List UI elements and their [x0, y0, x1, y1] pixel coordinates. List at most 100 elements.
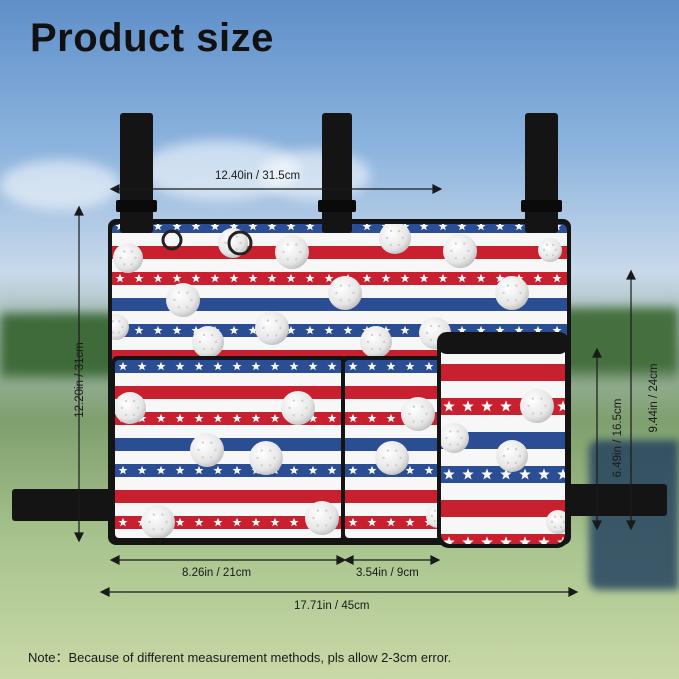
- star: [500, 536, 512, 544]
- stripe: [441, 483, 565, 500]
- star: [232, 413, 242, 423]
- star: [462, 536, 474, 544]
- star: [443, 468, 455, 480]
- measurement-note: Note：Because of different measurement me…: [28, 650, 452, 665]
- star: [305, 273, 315, 283]
- stripe: [441, 534, 565, 544]
- stripe: [115, 360, 343, 373]
- star: [270, 517, 280, 527]
- stripe: [441, 500, 565, 517]
- star: [462, 400, 474, 412]
- star: [327, 361, 337, 371]
- golf-ball: [441, 423, 469, 453]
- star: [251, 413, 261, 423]
- star: [308, 465, 318, 475]
- star: [286, 325, 296, 335]
- star: [232, 517, 242, 527]
- golf-ball: [538, 238, 562, 262]
- star: [172, 273, 182, 283]
- golf-ball: [190, 433, 224, 467]
- star: [289, 465, 299, 475]
- star: [305, 325, 315, 335]
- strap-buckle: [318, 200, 356, 212]
- star: [405, 517, 415, 527]
- star: [476, 325, 486, 335]
- top-strap-middle: [322, 113, 352, 233]
- star: [305, 224, 315, 231]
- golf-ball: [360, 326, 392, 358]
- golf-ball: [112, 314, 129, 340]
- star: [289, 517, 299, 527]
- golf-ball: [443, 234, 477, 268]
- middle-pocket: [345, 360, 443, 538]
- star: [381, 273, 391, 283]
- star: [251, 361, 261, 371]
- star: [210, 273, 220, 283]
- dimension-right-inner-height: 6.49in / 16.5cm: [612, 398, 624, 478]
- star: [229, 224, 239, 231]
- star: [137, 361, 147, 371]
- star: [552, 273, 562, 283]
- star: [324, 325, 334, 335]
- d-ring: [227, 230, 253, 256]
- star: [424, 465, 434, 475]
- star: [481, 400, 493, 412]
- stripe: [115, 425, 343, 438]
- golf-ball: [401, 397, 435, 431]
- star: [457, 325, 467, 335]
- star: [443, 400, 455, 412]
- star: [343, 325, 353, 335]
- star: [457, 273, 467, 283]
- top-strap-right: [525, 113, 558, 233]
- star: [153, 224, 163, 231]
- stripe: [112, 311, 567, 324]
- star: [386, 413, 396, 423]
- star: [191, 273, 201, 283]
- star: [476, 224, 486, 231]
- star: [476, 273, 486, 283]
- golf-ball: [192, 326, 224, 358]
- stripe: [115, 386, 343, 399]
- star: [438, 224, 448, 231]
- golf-ball: [115, 392, 146, 424]
- star: [213, 517, 223, 527]
- star: [481, 536, 493, 544]
- stripe: [115, 373, 343, 386]
- star: [514, 224, 524, 231]
- stripe: [345, 386, 443, 399]
- star: [115, 273, 125, 283]
- star: [232, 465, 242, 475]
- golf-ball: [520, 389, 554, 423]
- stripe: [115, 451, 343, 464]
- star: [153, 325, 163, 335]
- star: [348, 465, 358, 475]
- star: [229, 325, 239, 335]
- star: [400, 325, 410, 335]
- golf-ball: [141, 505, 175, 538]
- star: [118, 517, 128, 527]
- cloud: [0, 160, 120, 210]
- star: [327, 413, 337, 423]
- star: [134, 325, 144, 335]
- star: [248, 325, 258, 335]
- star: [118, 361, 128, 371]
- top-strap-left: [120, 113, 153, 233]
- star: [153, 273, 163, 283]
- star: [308, 361, 318, 371]
- stripe: [115, 529, 343, 538]
- star: [362, 273, 372, 283]
- stripe: [345, 503, 443, 516]
- star: [194, 517, 204, 527]
- dimension-pocket-width: 8.26in / 21cm: [182, 567, 252, 579]
- star: [286, 224, 296, 231]
- star: [462, 468, 474, 480]
- golf-ball: [275, 235, 309, 269]
- star: [495, 273, 505, 283]
- strap-buckle: [116, 200, 157, 212]
- star: [175, 361, 185, 371]
- star: [134, 273, 144, 283]
- stripe: [112, 259, 567, 272]
- golf-ball: [218, 228, 248, 258]
- star: [156, 413, 166, 423]
